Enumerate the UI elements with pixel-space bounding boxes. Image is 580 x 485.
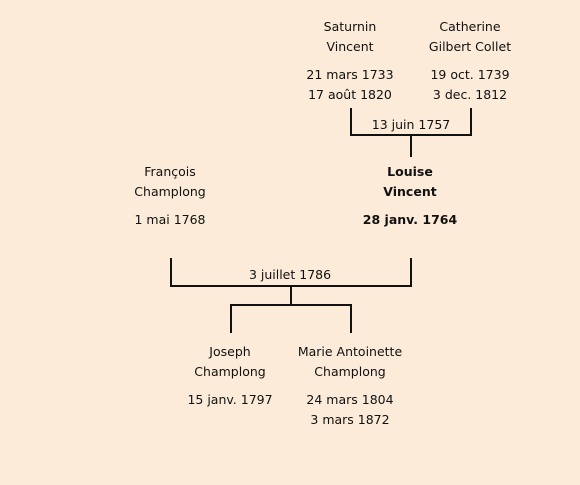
marriage-date-grandparents: 13 juin 1757 [371, 117, 451, 132]
person-last-name: Champlong [134, 184, 206, 199]
person-birth-date: 21 mars 1733 [306, 67, 394, 82]
person-first-name: Saturnin [323, 19, 377, 34]
person-last-name: Gilbert Collet [428, 39, 512, 54]
person-death-date: 3 mars 1872 [310, 412, 390, 427]
person-louise-vincent[interactable]: Louise Vincent 28 janv. 1764 [340, 162, 480, 230]
person-birth-date: 1 mai 1768 [134, 212, 206, 227]
person-birth-date: 24 mars 1804 [306, 392, 394, 407]
person-first-name: François [144, 164, 196, 179]
person-birth-date: 19 oct. 1739 [430, 67, 510, 82]
person-last-name: Champlong [314, 364, 386, 379]
person-last-name: Champlong [194, 364, 266, 379]
person-first-name: Marie Antoinette [297, 344, 403, 359]
person-first-name: Louise [387, 164, 433, 179]
person-death-date: 17 août 1820 [308, 87, 392, 102]
person-joseph-champlong[interactable]: Joseph Champlong 15 janv. 1797 [160, 342, 300, 410]
person-first-name: Catherine [439, 19, 501, 34]
person-last-name: Vincent [383, 184, 437, 199]
person-marie-antoinette-champlong[interactable]: Marie Antoinette Champlong 24 mars 1804 … [280, 342, 420, 430]
person-last-name: Vincent [326, 39, 374, 54]
person-catherine-gilbert-collet[interactable]: Catherine Gilbert Collet 19 oct. 1739 3 … [400, 17, 540, 105]
person-birth-date: 28 janv. 1764 [362, 212, 458, 227]
person-death-date: 3 dec. 1812 [432, 87, 508, 102]
marriage-date-couple: 3 juillet 1786 [248, 267, 332, 282]
children-bracket [230, 304, 352, 333]
person-francois-champlong[interactable]: François Champlong 1 mai 1768 [100, 162, 240, 230]
person-first-name: Joseph [209, 344, 251, 359]
person-saturnin-vincent[interactable]: Saturnin Vincent 21 mars 1733 17 août 18… [280, 17, 420, 105]
person-birth-date: 15 janv. 1797 [187, 392, 273, 407]
